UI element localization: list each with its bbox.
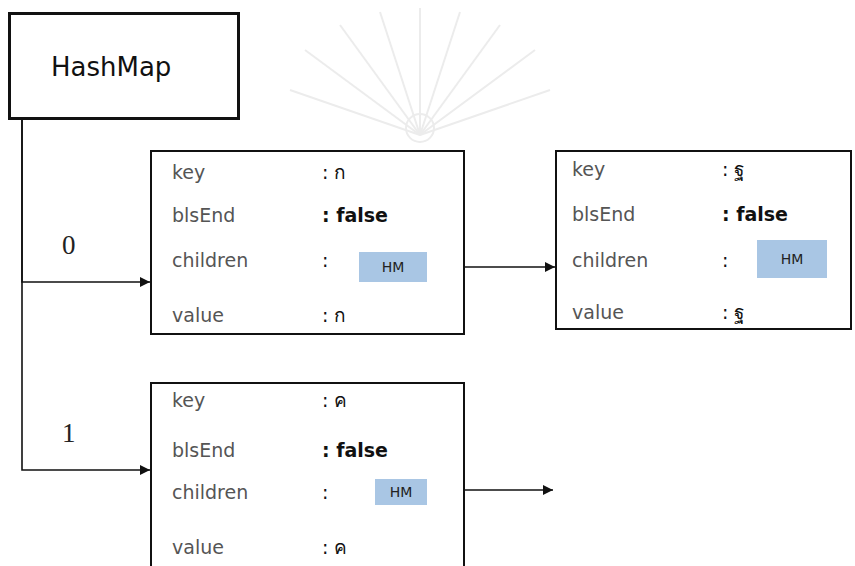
field-name: value	[172, 303, 224, 327]
hashmap-ref-box: HM	[375, 479, 427, 505]
field-value: : false	[322, 203, 388, 227]
field-name: blsEnd	[172, 438, 235, 462]
trie-node-box: HM key : ก blsEnd : false children: value : ก	[150, 150, 465, 335]
trie-node-box: HM key : ค blsEnd : false children: value : ค	[150, 382, 465, 566]
hashmap-box: HashMap	[8, 12, 240, 120]
field-name: blsEnd	[572, 202, 635, 226]
field-name: key	[172, 160, 205, 184]
field-value: :	[322, 480, 328, 504]
field-name: blsEnd	[172, 203, 235, 227]
pointer-arrow	[22, 120, 150, 282]
watermark-rays	[290, 8, 550, 142]
field-name: key	[572, 157, 605, 181]
field-value: : false	[722, 202, 788, 226]
trie-node-box: HM key : ฐ blsEnd : false children: value : ฐ	[555, 150, 852, 330]
field-name: value	[172, 535, 224, 559]
field-value: : false	[322, 438, 388, 462]
field-value: : ฐ	[722, 157, 744, 181]
field-value: : ฐ	[722, 300, 744, 324]
ref-label: HM	[390, 483, 413, 501]
field-name: key	[172, 388, 205, 412]
field-name: value	[572, 300, 624, 324]
field-value: : ก	[322, 160, 346, 184]
field-value: : ค	[322, 388, 347, 412]
field-name: children	[572, 248, 648, 272]
index-label: 0	[60, 230, 78, 260]
field-name: children	[172, 248, 248, 272]
ref-label: HM	[781, 250, 804, 268]
field-name: children	[172, 480, 248, 504]
field-value: : ค	[322, 535, 347, 559]
ref-label: HM	[382, 258, 405, 276]
box-title: HashMap	[51, 51, 171, 83]
hashmap-ref-box: HM	[359, 252, 427, 282]
field-value: :	[322, 248, 328, 272]
pointer-arrow	[22, 120, 150, 470]
hashmap-ref-box: HM	[757, 240, 827, 278]
index-label: 1	[60, 418, 78, 448]
field-value: :	[722, 248, 728, 272]
field-value: : ก	[322, 303, 346, 327]
